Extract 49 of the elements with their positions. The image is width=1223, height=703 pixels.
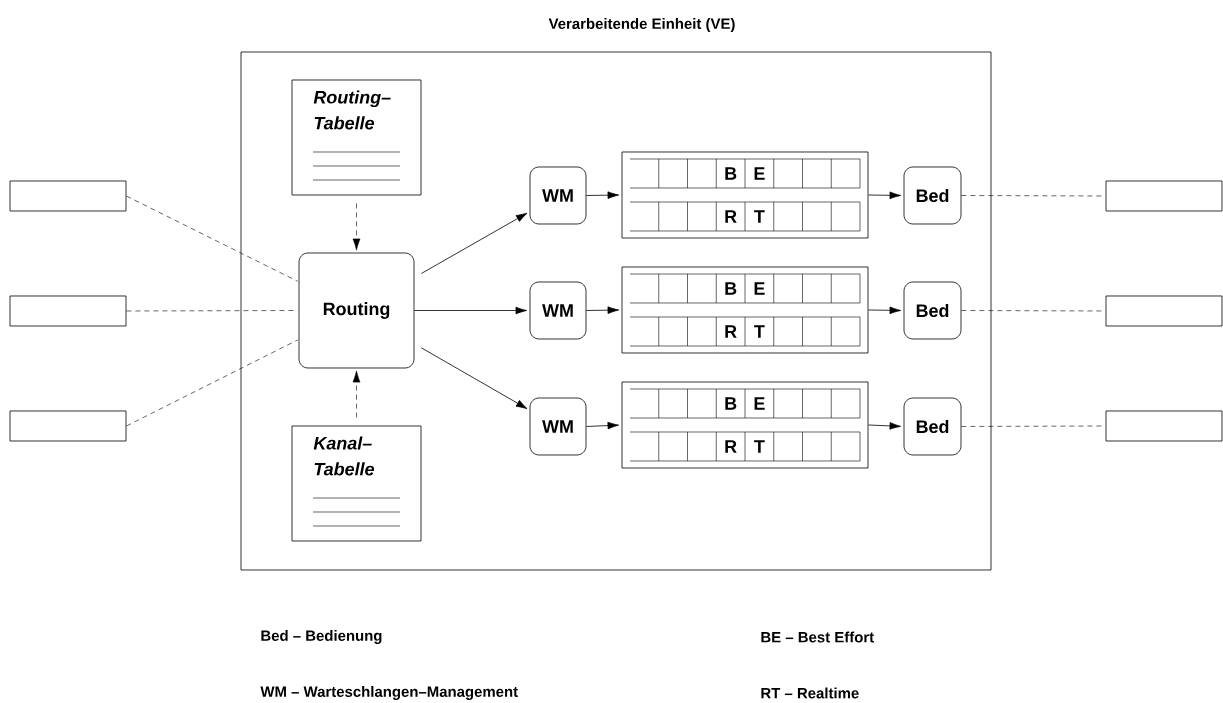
external-box: [9, 295, 127, 327]
process-box: WM: [529, 397, 587, 456]
cell-letter: E: [754, 397, 765, 410]
external-box: [1105, 295, 1223, 327]
cell-letter: B: [725, 282, 737, 295]
arrow: [868, 191, 901, 200]
external-box: [1105, 180, 1223, 212]
legend-note: BE – Best Effort: [761, 631, 874, 643]
arrow: [586, 191, 619, 199]
cell-letter: T: [754, 325, 765, 338]
arrow: [352, 370, 361, 418]
table-document: Routing– Tabelle: [291, 79, 422, 196]
arrow: [420, 212, 528, 274]
cell-letter: E: [754, 282, 765, 295]
cell-letter: R: [725, 210, 737, 223]
arrow: [414, 306, 527, 315]
queue-drawing: [621, 266, 869, 354]
connector-line: [126, 339, 298, 427]
process-box: WM: [529, 281, 587, 340]
queue-drawing: [621, 151, 869, 239]
arrow: [586, 421, 619, 430]
legend-note: WM – Warteschlangen–Management: [260, 686, 518, 700]
legend-note: RT – Realtime: [761, 687, 859, 699]
arrow: [868, 306, 901, 315]
process-box: Bed: [903, 397, 962, 456]
cell-letter: R: [725, 325, 737, 338]
arrow: [586, 306, 619, 314]
cell-letter: T: [754, 210, 765, 223]
arrow: [420, 347, 528, 410]
connector-line: [126, 310, 298, 312]
queue-drawing: [621, 381, 869, 469]
process-box: Bed: [903, 166, 962, 225]
connector-line: [126, 195, 298, 282]
table-document: Kanal– Tabelle: [291, 425, 422, 542]
cell-letter: B: [725, 167, 737, 180]
cell-letter: R: [725, 440, 737, 453]
arrow: [868, 422, 901, 430]
external-box: [9, 180, 127, 212]
cell-letter: T: [754, 440, 765, 453]
process-box: Bed: [903, 281, 962, 340]
frame-title: Verarbeitende Einheit (VE): [548, 18, 735, 32]
process-box: Routing: [298, 252, 415, 369]
cell-letter: B: [725, 397, 737, 410]
cell-letter: E: [754, 167, 765, 180]
process-box: WM: [529, 166, 587, 225]
arrow: [352, 203, 361, 251]
legend-note: Bed – Bedienung: [261, 630, 382, 644]
external-box: [1105, 410, 1223, 442]
external-box: [9, 410, 127, 442]
